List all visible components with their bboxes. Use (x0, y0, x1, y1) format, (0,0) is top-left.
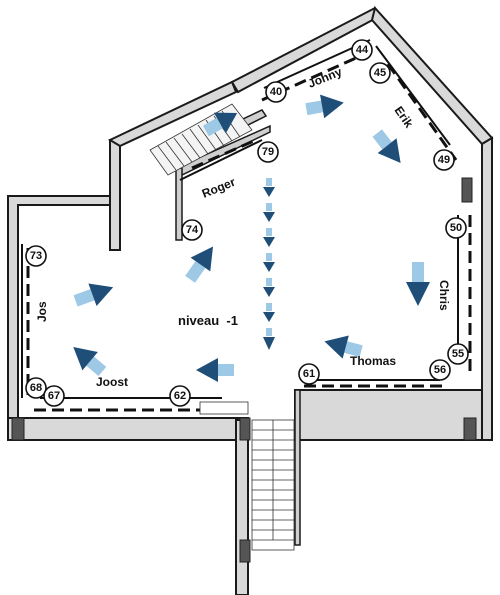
svg-text:50: 50 (450, 222, 462, 234)
arrow-column (263, 178, 275, 350)
marker-67: 67 (43, 385, 65, 407)
arrow (372, 129, 401, 164)
marker-40: 40 (265, 81, 287, 103)
arrow (406, 262, 430, 306)
arrow (73, 347, 107, 377)
label-jos: Jos (35, 301, 49, 322)
svg-text:55: 55 (452, 348, 464, 360)
label-johny: Johny (306, 64, 344, 90)
exhibit-walls (21, 39, 472, 415)
marker-61: 61 (298, 363, 320, 385)
stairs-lower (251, 419, 295, 551)
svg-text:68: 68 (30, 382, 42, 394)
marker-68: 68 (25, 377, 47, 399)
marker-79: 79 (257, 141, 279, 163)
svg-text:61: 61 (303, 368, 315, 380)
arrow (185, 246, 214, 283)
svg-text:45: 45 (374, 67, 386, 79)
arrow (324, 335, 363, 359)
marker-44: 44 (351, 39, 373, 61)
label-erik: Erik (392, 104, 417, 131)
marker-45: 45 (369, 62, 391, 84)
label-chris: Chris (437, 280, 451, 311)
svg-text:56: 56 (434, 364, 446, 376)
marker-50: 50 (445, 217, 467, 239)
svg-text:40: 40 (270, 86, 282, 98)
marker-62: 62 (169, 385, 191, 407)
svg-text:79: 79 (262, 146, 274, 158)
svg-text:62: 62 (174, 390, 186, 402)
marker-74: 74 (181, 219, 203, 241)
flow-arrows (73, 94, 430, 382)
svg-text:67: 67 (48, 390, 60, 402)
svg-text:74: 74 (186, 224, 199, 236)
level-label: niveau -1 (178, 313, 238, 328)
arrow (202, 112, 238, 137)
marker-49: 49 (433, 149, 455, 171)
label-roger: Roger (200, 175, 238, 201)
marker-73: 73 (25, 245, 47, 267)
arrow (196, 358, 234, 382)
marker-55: 55 (447, 343, 469, 365)
svg-text:49: 49 (438, 154, 450, 166)
pillars (11, 177, 477, 563)
label-thomas: Thomas (350, 354, 396, 368)
label-joost: Joost (96, 375, 128, 389)
svg-text:73: 73 (30, 250, 42, 262)
marker-56: 56 (429, 359, 451, 381)
arrow (305, 94, 344, 119)
svg-text:44: 44 (356, 44, 369, 56)
arrow (73, 283, 114, 307)
